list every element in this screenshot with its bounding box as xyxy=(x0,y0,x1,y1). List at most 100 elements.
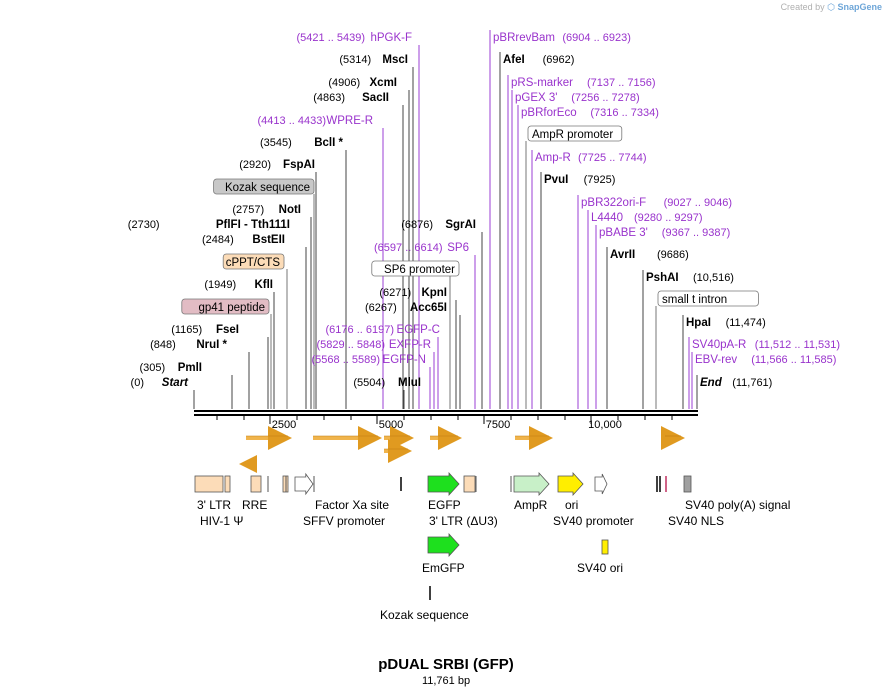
site-position: (7925) xyxy=(584,174,616,186)
site-label-nrui: NruI * (848) xyxy=(150,339,227,351)
site-position: (7725 .. 7744) xyxy=(578,152,647,164)
site-label-gp41-peptide: gp41 peptide xyxy=(181,298,270,315)
site-name: pGEX 3' xyxy=(515,92,557,104)
egfp-feature xyxy=(427,471,460,497)
site-label-pshai: PshAI(10,516) xyxy=(646,272,734,284)
site-name: FspAI xyxy=(283,159,315,171)
site-name: pBABE 3' xyxy=(599,227,648,239)
site-position: (11,761) xyxy=(732,377,772,389)
ruler-tick-label: 2500 xyxy=(272,419,296,431)
site-position: (7256 .. 7278) xyxy=(571,92,640,104)
site-name: EGFP-N xyxy=(383,354,426,366)
site-label-pbr322ori-f: pBR322ori-F(9027 .. 9046) xyxy=(581,197,732,209)
hiv1-psi-feature xyxy=(224,475,231,493)
site-label-sp6-promoter: SP6 promoter xyxy=(371,260,460,277)
site-position: (6904 .. 6923) xyxy=(562,32,631,44)
ruler-tick-label: 10,000 xyxy=(588,419,622,431)
site-label-pgex-3: pGEX 3' (7256 .. 7278) xyxy=(515,92,640,104)
site-position: (848) xyxy=(150,339,176,351)
site-label-start: Start(0) xyxy=(131,377,190,389)
rre-feature xyxy=(250,475,262,493)
sv40-polya-feature xyxy=(683,475,692,493)
site-position: (6271) xyxy=(379,287,411,299)
site-label-pmli: PmlI (305) xyxy=(140,362,202,374)
ruler-tick-label: 5000 xyxy=(379,419,403,431)
feature-label-3-ltr-u3: 3' LTR (ΔU3) xyxy=(429,514,498,528)
site-label-sgrai: SgrAI(6876) xyxy=(401,219,476,231)
site-label-prs-marker: pRS-marker(7137 .. 7156) xyxy=(511,77,656,89)
feature-box-label: SP6 promoter xyxy=(384,264,455,276)
site-position: (6962) xyxy=(543,54,575,66)
feature-label-kozak-sequence: Kozak sequence xyxy=(380,608,469,622)
feature-label-sv40-poly-a-signal: SV40 poly(A) signal xyxy=(685,498,790,512)
site-label-kpni: KpnI(6271) xyxy=(379,287,447,299)
site-name: FseI xyxy=(216,324,239,336)
site-name: PflFI - Tth111I xyxy=(216,219,290,231)
site-label-bcli: BclI *(3545) xyxy=(260,137,344,149)
site-position: (11,566 .. 11,585) xyxy=(751,354,836,366)
site-label-cppt-cts: cPPT/CTS xyxy=(222,253,285,270)
site-name: MluI xyxy=(398,377,421,389)
site-position: (4863) xyxy=(313,92,345,104)
site-name: End xyxy=(700,377,723,389)
site-name: pBRforEco xyxy=(521,107,577,119)
site-label-amp-r: Amp-R(7725 .. 7744) xyxy=(535,152,647,164)
ruler-tick-label: 7500 xyxy=(486,419,510,431)
site-label-pbabe-3: pBABE 3'(9367 .. 9387) xyxy=(599,227,730,239)
snapgene-credit: Created by ⬡ SnapGene xyxy=(781,2,882,13)
site-position: (5314) xyxy=(339,54,371,66)
site-position: (7316 .. 7334) xyxy=(590,107,659,119)
site-position: (11,512 .. 11,531) xyxy=(755,339,840,351)
plasmid-name: pDUAL SRBI (GFP) xyxy=(378,656,514,673)
site-label-fspai: FspAI(2920) xyxy=(239,159,315,171)
site-name: NruI * xyxy=(196,339,227,351)
feature-box xyxy=(527,125,623,142)
site-label-acc65i: Acc65I(6267) xyxy=(365,302,447,314)
feature-box-label: AmpR promoter xyxy=(532,129,613,141)
site-name: PmlI xyxy=(178,362,202,374)
site-position: (3545) xyxy=(260,137,292,149)
sv40-ori-feature xyxy=(601,539,609,555)
orf-arrows xyxy=(239,426,685,473)
site-name: EXFP-R xyxy=(389,339,431,351)
site-label-pbrrevbam: pBRrevBam(6904 .. 6923) xyxy=(493,32,631,44)
label-leader-lines xyxy=(193,30,698,409)
site-label-msci: MscI (5314) xyxy=(339,54,408,66)
site-name: L4440 xyxy=(591,212,623,224)
feature-box xyxy=(222,253,285,270)
site-name: MscI xyxy=(382,54,408,66)
ltr-5-feature xyxy=(194,475,224,493)
ori-feature xyxy=(557,471,584,497)
site-label-kfli: KflI(1949) xyxy=(204,279,273,291)
feature-box xyxy=(371,260,460,277)
site-name: EBV-rev xyxy=(695,354,737,366)
site-name: SP6 xyxy=(447,242,469,254)
site-position: (305) xyxy=(140,362,166,374)
site-position: (1949) xyxy=(204,279,236,291)
site-position: (5829 .. 5848) xyxy=(317,339,386,351)
site-label-pvui: PvuI(7925) xyxy=(544,174,615,186)
site-position: (9280 .. 9297) xyxy=(634,212,703,224)
site-label-kozak-sequence: Kozak sequence xyxy=(213,178,315,195)
site-name: XcmI xyxy=(370,77,398,89)
site-label-ampr-promoter: AmpR promoter xyxy=(527,125,623,142)
site-name: SV40pA-R xyxy=(692,339,746,351)
site-name: NotI xyxy=(279,204,301,216)
site-label-sacii: SacII(4863) xyxy=(313,92,389,104)
site-label-sv40pa-r: SV40pA-R (11,512 .. 11,531) xyxy=(692,339,840,351)
site-label-mlui: MluI(5504) xyxy=(353,377,421,389)
feature-label-ori: ori xyxy=(565,498,578,512)
site-name: WPRE-R xyxy=(326,115,373,127)
feature-box xyxy=(181,298,270,315)
feature-label-3-ltr: 3' LTR xyxy=(197,498,231,512)
site-position: (5421 .. 5439) xyxy=(297,32,366,44)
sffv-promoter-feature xyxy=(294,472,314,496)
feature-box-label: small t intron xyxy=(662,294,727,306)
site-name: hPGK-F xyxy=(370,32,412,44)
site-name: HpaI xyxy=(686,317,711,329)
site-name: EGFP-C xyxy=(397,324,440,336)
feature-label-sffv-promoter: SFFV promoter xyxy=(303,514,385,528)
site-label-small-t-intron: small t intron xyxy=(657,290,759,307)
site-label-sp6: SP6(6597 .. 6614) xyxy=(374,242,469,254)
sv40-promoter-feature xyxy=(594,473,608,495)
